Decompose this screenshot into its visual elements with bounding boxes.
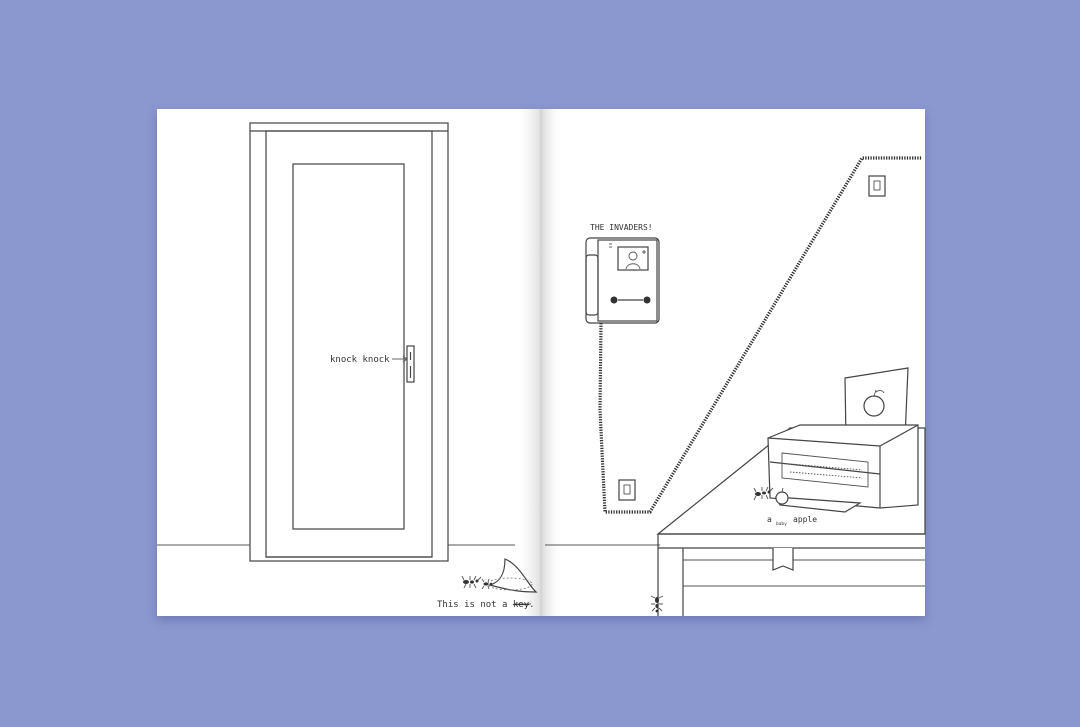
door-icon [249, 122, 449, 562]
ant-icon [753, 486, 774, 501]
ant-icon [481, 578, 493, 590]
gutter-shadow-right [541, 109, 563, 616]
printer-label-a: a [767, 515, 772, 524]
coiled-cable-icon [598, 156, 922, 514]
light-switch-icon [868, 175, 886, 197]
caption-text: This is not a key. [437, 600, 535, 610]
caption-struck-word: key [513, 600, 530, 610]
printer-label-apple: apple [793, 515, 817, 524]
right-page [541, 109, 925, 616]
intercom-label: THE INVADERS! [590, 223, 653, 232]
intercom-icon [585, 237, 660, 324]
printer-label-small: baby [776, 521, 787, 527]
knock-pointer-arrow [402, 355, 408, 363]
ant-icon [461, 575, 482, 589]
light-switch-icon [618, 479, 636, 501]
door-handle-icon [406, 345, 415, 383]
gutter-shadow-left [515, 109, 541, 616]
ant-icon [650, 595, 664, 613]
knock-label: knock knock [330, 355, 390, 365]
apple-icon [863, 389, 885, 417]
apple-icon [775, 487, 789, 505]
leaf-object-icon [487, 558, 538, 593]
